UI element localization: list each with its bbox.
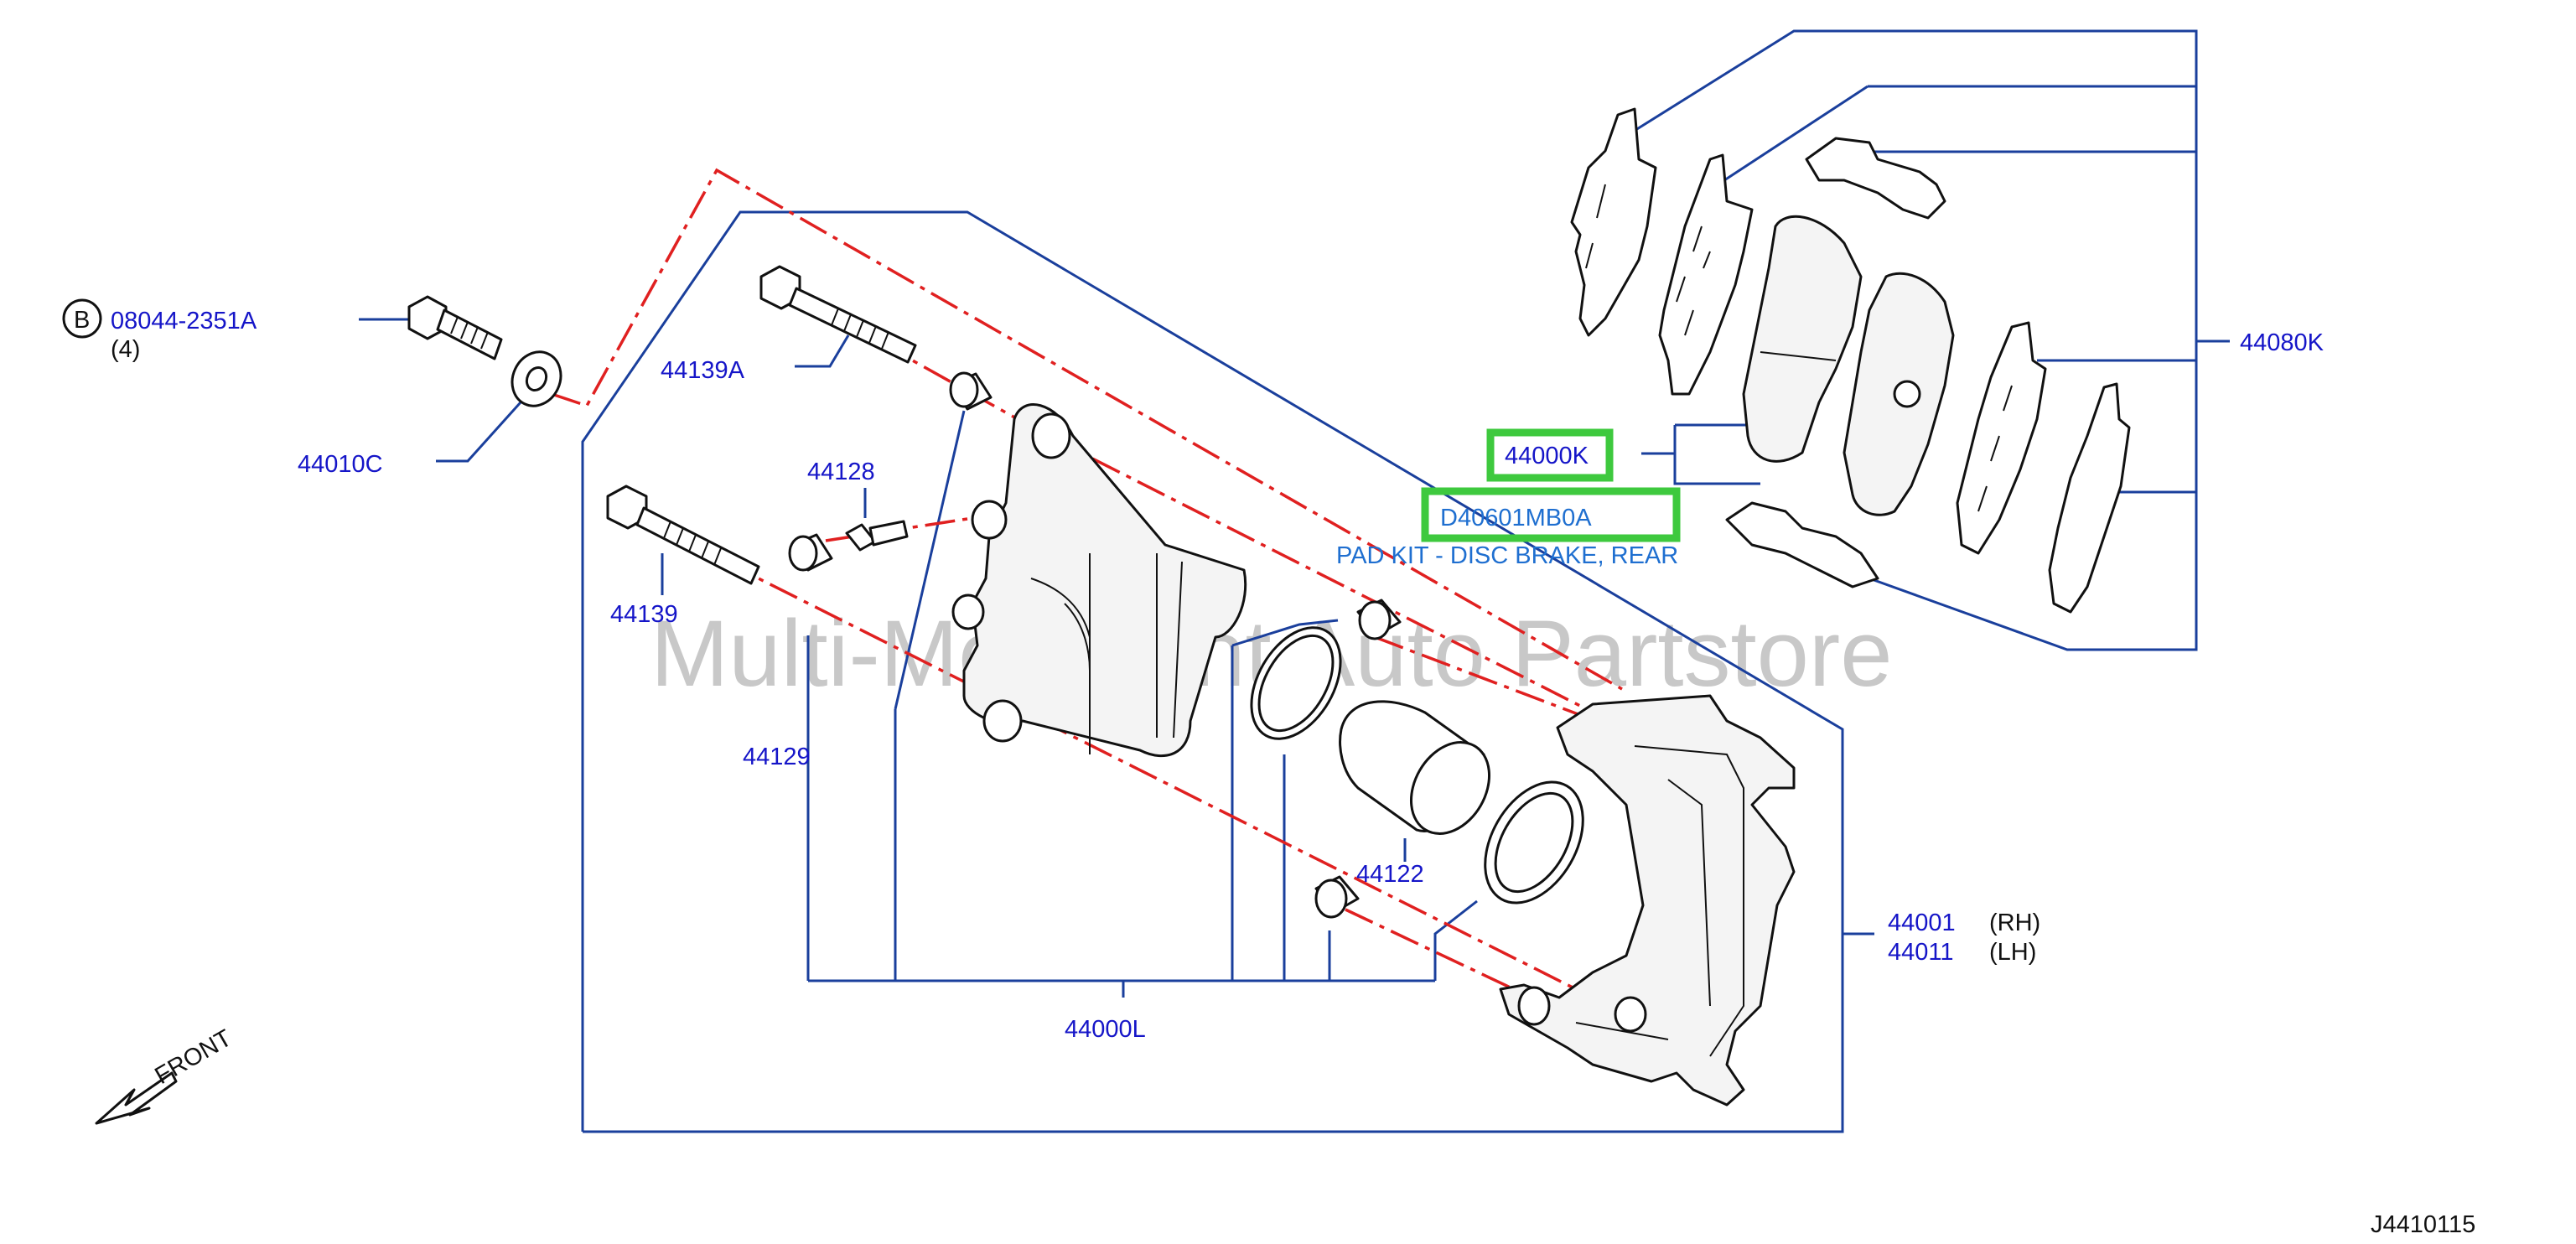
- label-pad-kit-description: PAD KIT - DISC BRAKE, REAR: [1336, 542, 1678, 569]
- label-bolt-quantity: (4): [111, 336, 140, 363]
- label-44011[interactable]: 44011: [1888, 939, 1954, 966]
- label-rh: (RH): [1989, 910, 2040, 936]
- label-44122[interactable]: 44122: [1356, 861, 1424, 888]
- pad-kit-parts: [1570, 107, 2131, 614]
- label-44000l[interactable]: 44000L: [1065, 1016, 1146, 1043]
- label-44139a[interactable]: 44139A: [661, 357, 745, 384]
- label-44139[interactable]: 44139: [610, 601, 678, 628]
- boot-44129-upper: [949, 371, 993, 411]
- dust-boot: [1484, 780, 1584, 904]
- bleeder-44128: [845, 520, 909, 552]
- leader-lines: [359, 29, 2230, 1133]
- guide-bolt-44139a: [759, 265, 917, 364]
- caliper-housing: [951, 403, 1247, 758]
- piston-44122: [1339, 700, 1491, 835]
- label-44129[interactable]: 44129: [743, 744, 811, 770]
- highlight-box-44000k: [1486, 428, 1614, 482]
- label-44000k[interactable]: 44000K: [1505, 443, 1589, 469]
- pin-boot-lower: [1314, 875, 1360, 919]
- label-08044-2351a[interactable]: 08044-2351A: [111, 308, 257, 334]
- highlight-box-d40601mb0a: [1421, 487, 1681, 542]
- label-44001[interactable]: 44001: [1888, 910, 1956, 936]
- diagram-code: J4410115: [2371, 1211, 2475, 1238]
- label-44128[interactable]: 44128: [807, 459, 875, 485]
- pin-boot-upper: [1356, 599, 1402, 640]
- bolt-08044: [407, 295, 503, 360]
- boot-44129-lower: [788, 533, 833, 572]
- label-44080k[interactable]: 44080K: [2240, 329, 2325, 356]
- guide-bolt-44139: [606, 485, 760, 585]
- piston-seal: [1250, 626, 1342, 740]
- washer-44010c: [511, 350, 562, 407]
- svg-text:B: B: [74, 307, 90, 334]
- caliper-bracket: [1499, 694, 1796, 1107]
- label-d40601mb0a[interactable]: D40601MB0A: [1440, 505, 1592, 531]
- front-label: FRONT: [151, 1024, 237, 1090]
- label-lh: (LH): [1989, 939, 2036, 966]
- label-44010c[interactable]: 44010C: [298, 451, 383, 478]
- circle-b-icon: B: [62, 298, 102, 339]
- front-arrow-icon: [95, 1071, 178, 1125]
